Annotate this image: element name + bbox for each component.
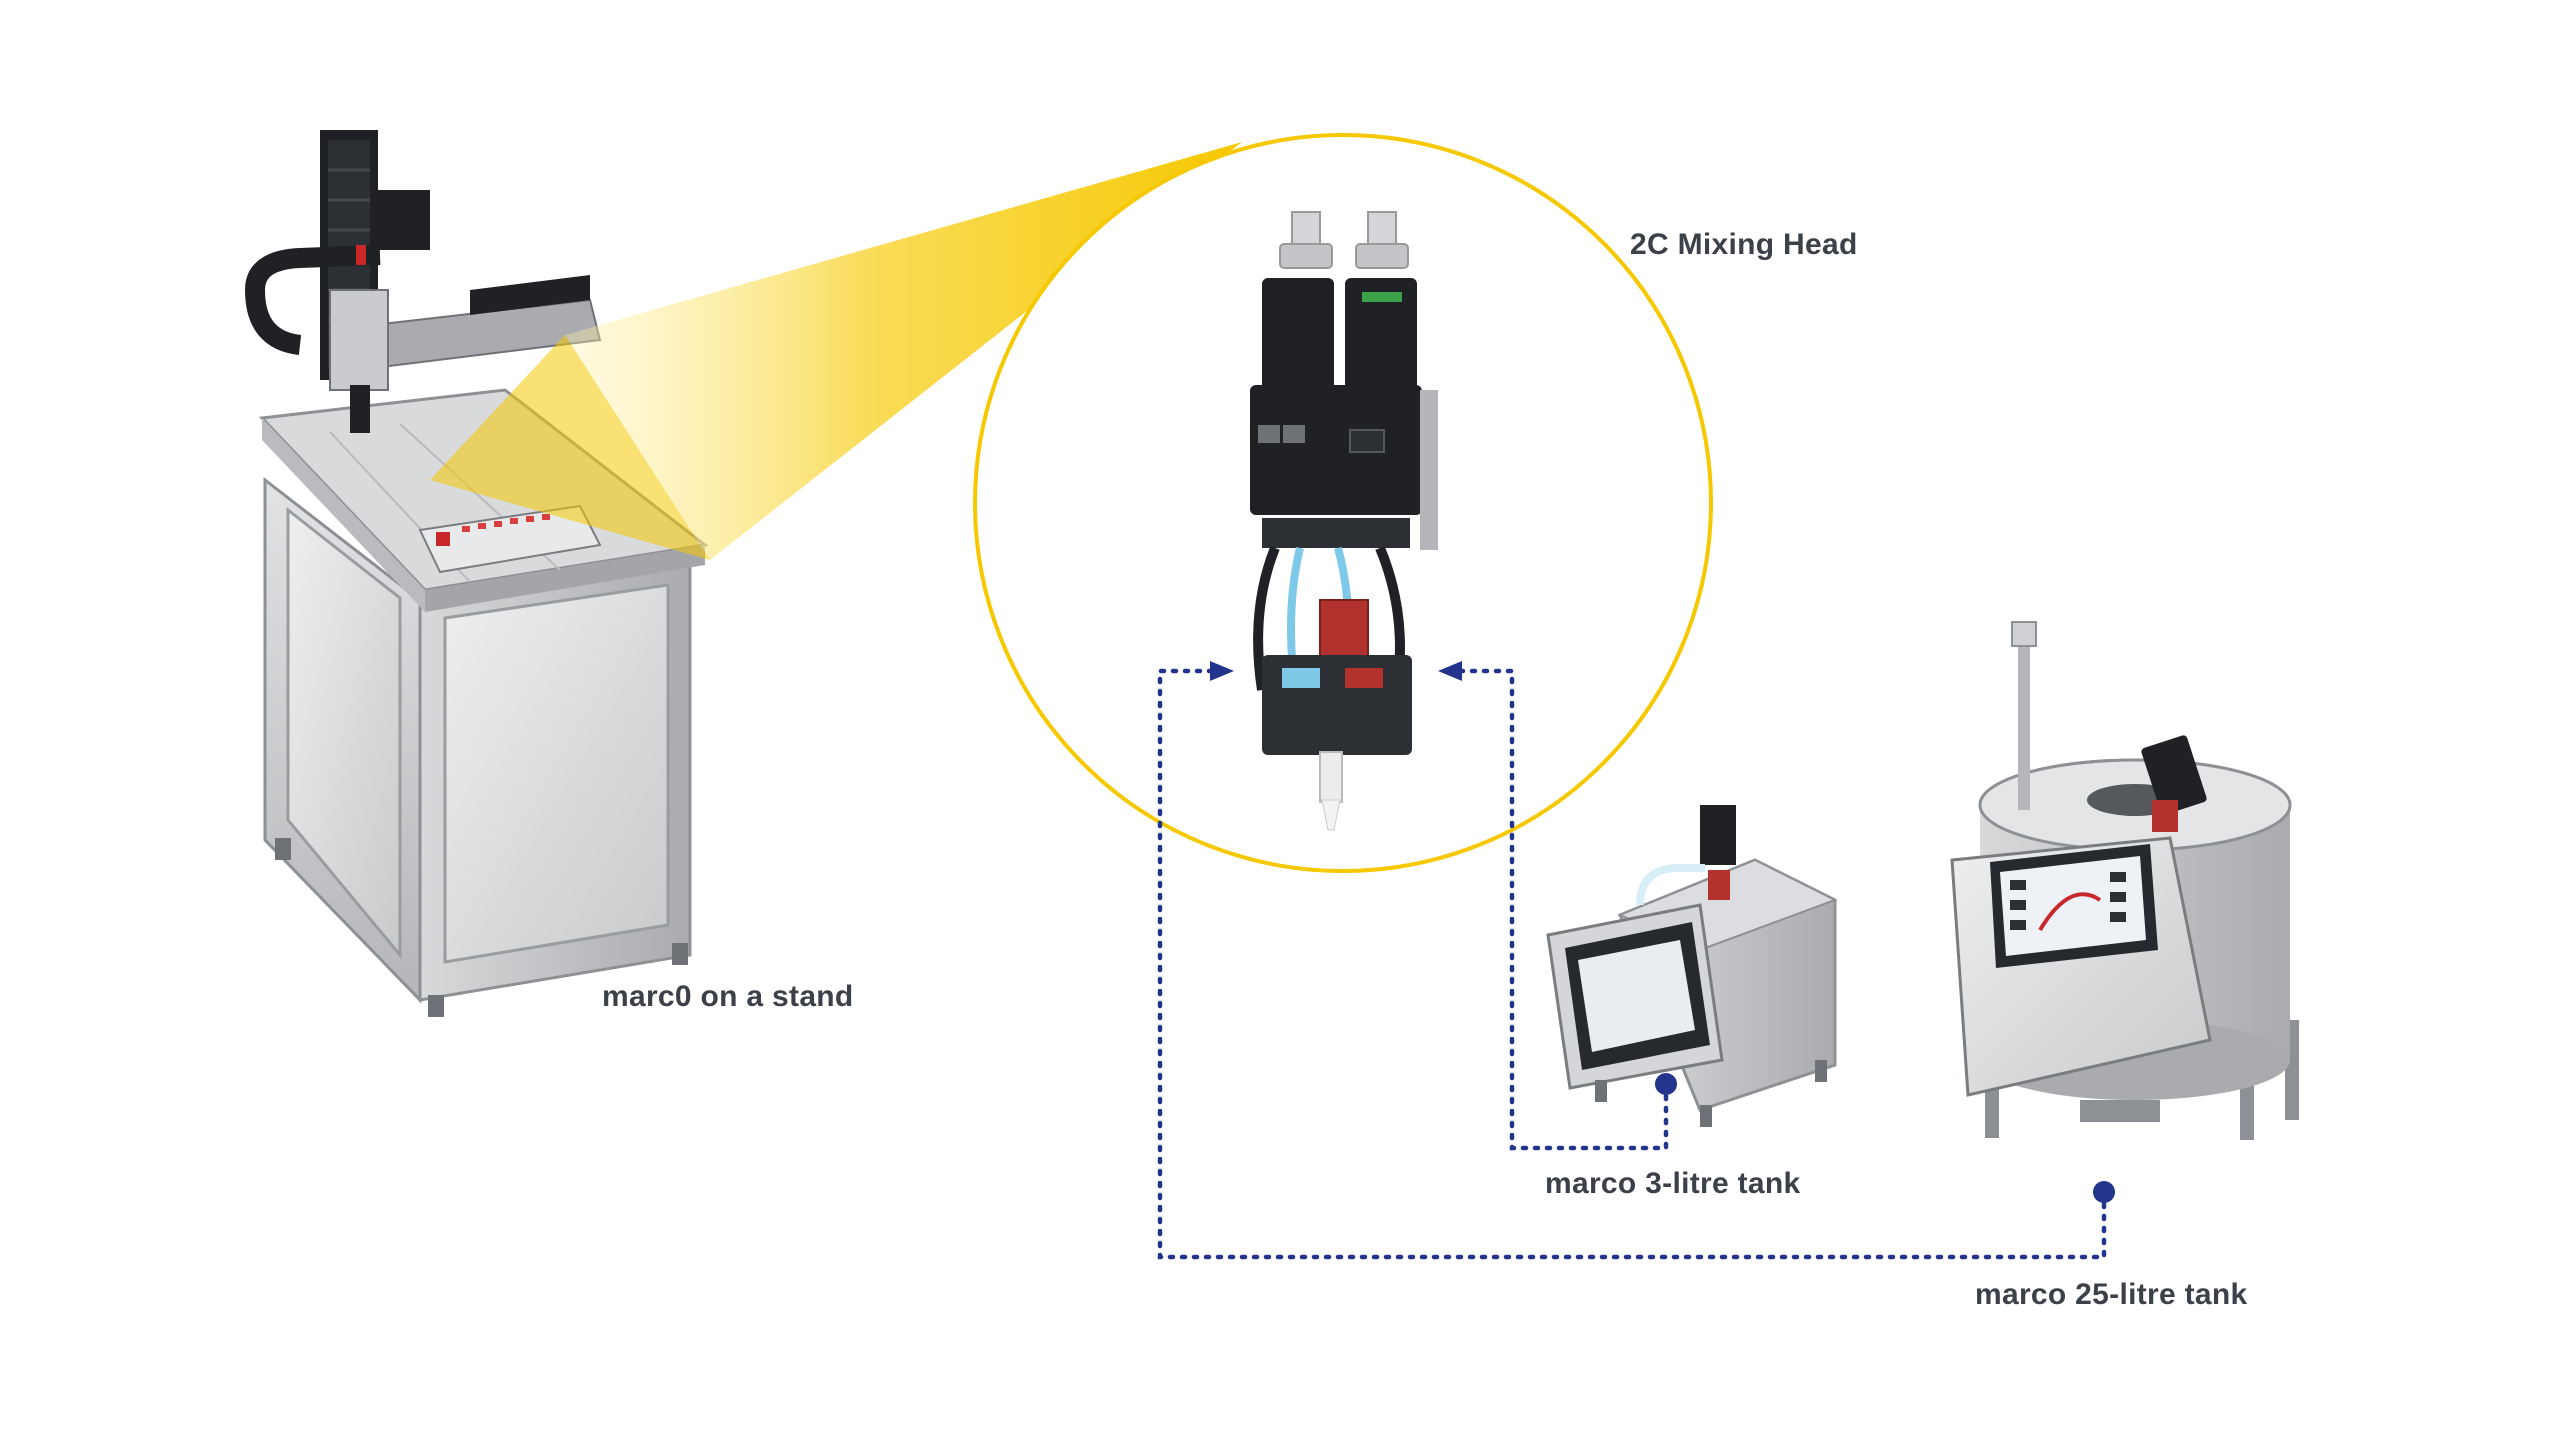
connector-dot-25l (2093, 1181, 2115, 1203)
label-stand: marc0 on a stand (602, 980, 854, 1013)
connector-25l-line (1157, 668, 2107, 1260)
connector-endpoints (1210, 661, 2115, 1203)
label-25-litre-tank: marco 25-litre tank (1975, 1278, 2248, 1311)
arrow-left-icon (1438, 661, 1462, 681)
gantry-robot-icon (245, 130, 709, 1017)
label-mixing-head: 2C Mixing Head (1630, 228, 1858, 261)
label-3-litre-tank: marco 3-litre tank (1545, 1167, 1801, 1200)
mixing-head-icon (1250, 211, 1438, 831)
large-tank-icon (1950, 621, 2299, 1140)
arrow-right-icon (1210, 661, 1234, 681)
connector-3l-line (1457, 668, 1669, 1151)
small-tank-icon (1546, 805, 1838, 1127)
beam-table-highlight (430, 335, 710, 560)
connector-dot-3l (1655, 1073, 1677, 1095)
zoom-beam (565, 142, 1242, 560)
connector-lines (1157, 668, 2107, 1260)
